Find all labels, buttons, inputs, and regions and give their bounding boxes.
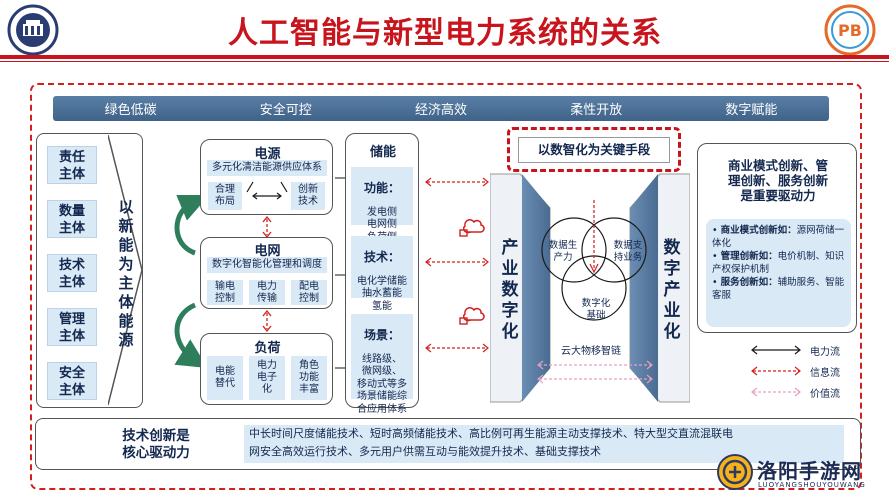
load-title: 负荷 — [254, 341, 281, 356]
business-item-service-body: 辅助服务、智能客服 — [712, 277, 845, 301]
power-flow-arrows-to-storage — [335, 177, 345, 369]
grid-cell-distribution-control: 配电 控制 — [291, 280, 327, 305]
storage-scenario-body: 线路级、 微网级、 移动式等多 场景储能综 合应用体系 — [357, 353, 407, 415]
business-item-management-head: 管理创新如： — [720, 251, 778, 262]
legend-power-flow-arrow — [751, 345, 801, 355]
value-flexible-open: 柔性开放 — [570, 103, 623, 118]
subject-management: 管理 主体 — [47, 308, 97, 346]
grid-cell-transmission-control: 输电 控制 — [207, 280, 243, 305]
storage-tech-body: 电化学储能 抽水蓄能 氢能 — [357, 275, 407, 312]
watermark-badge-icon — [717, 454, 753, 490]
industry-digitalization-label: 产业数字化 — [501, 238, 519, 342]
subject-responsibility: 责任 主体 — [47, 146, 97, 184]
cloud-network-icon — [459, 219, 485, 237]
digital-venn-diagram — [541, 200, 647, 321]
storage-scenario-panel: 场景： 线路级、 微网级、 移动式等多 场景储能综 合应用体系 — [351, 314, 413, 415]
info-flow-arrow-grid-load — [262, 310, 272, 332]
venn-digital-foundation: 数字化 基础 — [581, 298, 611, 321]
subject-technology: 技术 主体 — [47, 254, 97, 292]
university-seal-logo — [6, 4, 60, 56]
new-energy-driver-label: 以新能为主体能源 — [118, 198, 134, 349]
digital-key-means-box: 以数智化为关键手段 — [507, 127, 681, 172]
value-bar: 绿色低碳 安全可控 经济高效 柔性开放 数字赋能 — [53, 96, 829, 121]
legend-power-flow-label: 电力流 — [810, 347, 840, 358]
power-source-bar: 多元化清洁能源供应体系 — [207, 160, 327, 176]
load-cell-power-electronics: 电力 电子 化 — [249, 356, 285, 400]
value-economic-efficient: 经济高效 — [415, 103, 468, 118]
legend-info-flow-label: 信息流 — [810, 368, 840, 379]
digital-key-means-label: 以数智化为关键手段 — [518, 137, 670, 163]
power-source-cell-innovation: 创新 技术 — [291, 182, 325, 210]
load-cell-electric-substitution: 电能 替代 — [207, 356, 243, 400]
cloud-tech-caption: 云大物移智链 — [561, 346, 621, 357]
business-item-management-body: 电价机制、知识产权保护机制 — [712, 251, 845, 275]
value-green-low-carbon: 绿色低碳 — [104, 103, 157, 118]
title-rule-thin — [0, 61, 889, 62]
watermark-subtitle: LUOYANGSHOUYOUWANG — [758, 481, 866, 489]
business-item-model: • 商业模式创新如：源网荷储一体化 — [712, 225, 845, 249]
load-cell-role-functions: 角色 功能 丰富 — [291, 356, 327, 400]
tech-innovation-text-line2: 网安全高效运行技术、多元用户供需互动与能效提升技术、基础支撑技术 — [249, 445, 601, 458]
cloud-network-icon — [459, 307, 485, 325]
storage-title: 储能 — [369, 145, 396, 160]
power-source-title: 电源 — [254, 147, 281, 162]
diagram-frame — [30, 83, 862, 490]
venn-data-productivity: 数据生 产力 — [548, 240, 578, 263]
business-innovation-panel: 商业模式创新、管 理创新、服务创新 是重要驱动力 • 商业模式创新如：源网荷储一… — [697, 143, 857, 333]
business-innovation-heading: 商业模式创新、管 理创新、服务创新 是重要驱动力 — [727, 158, 828, 203]
storage-tech-panel: 技术： 电化学储能 抽水蓄能 氢能 — [351, 236, 413, 312]
page-title: 人工智能与新型电力系统的关系 — [228, 16, 662, 51]
title-rule — [0, 55, 889, 59]
tech-innovation-text: 中长时间尺度储能技术、短时高频储能技术、高比例可再生能源主动支撑技术、特大型交直… — [244, 425, 844, 463]
business-item-management: • 管理创新如：电价机制、知识产权保护机制 — [712, 251, 845, 275]
subject-safety: 安全 主体 — [47, 362, 97, 400]
value-flow-arrows — [537, 360, 653, 384]
subject-quantity: 数量 主体 — [47, 200, 97, 238]
business-item-service-head: 服务创新如： — [720, 277, 778, 288]
pb-logo: PB — [822, 4, 878, 56]
business-item-model-body: 源网荷储一体化 — [712, 225, 845, 249]
subjects-panel: 责任 主体 数量 主体 技术 主体 管理 主体 安全 主体 — [36, 133, 143, 408]
power-source-block: 电源 多元化清洁能源供应体系 合理 布局 创新 技术 — [200, 139, 333, 215]
storage-tech-head: 技术： — [363, 249, 400, 264]
venn-data-support-business: 数据支 持业务 — [613, 240, 643, 263]
grid-title: 电网 — [254, 244, 281, 259]
tech-innovation-box: 技术创新是 核心驱动力 中长时间尺度储能技术、短时高频储能技术、高比例可再生能源… — [35, 418, 861, 470]
legend-info-flow-arrow — [751, 366, 801, 376]
business-innovation-list: • 商业模式创新如：源网荷储一体化 • 管理创新如：电价机制、知识产权保护机制 … — [706, 219, 851, 327]
digital-industrialization-label: 数字产业化 — [663, 238, 681, 342]
grid-bar: 数字化智能化管理和调度 — [207, 257, 327, 273]
value-safe-controllable: 安全可控 — [259, 103, 312, 118]
load-block: 负荷 电能 替代 电力 电子 化 角色 功能 丰富 — [200, 333, 333, 405]
storage-scenario-head: 场景： — [363, 327, 400, 342]
business-item-model-head: 商业模式创新如： — [720, 225, 797, 236]
subject-chevron-arrow — [108, 134, 143, 406]
info-flow-arrows-storage-digital — [425, 177, 489, 353]
power-source-arrows — [246, 181, 288, 200]
tech-innovation-heading: 技术创新是 核心驱动力 — [122, 428, 190, 461]
legend-value-flow-arrow — [751, 387, 801, 397]
power-source-cell-layout: 合理 布局 — [208, 182, 242, 210]
pb-logo-text: PB — [838, 21, 862, 40]
tech-innovation-text-line1: 中长时间尺度储能技术、短时高频储能技术、高比例可再生能源主动支撑技术、特大型交直… — [249, 427, 733, 440]
legend-value-flow-label: 价值流 — [810, 389, 840, 400]
grid-cell-power-transmission: 电力 传输 — [249, 280, 285, 305]
value-digital-empower: 数字赋能 — [725, 103, 778, 118]
storage-function-head: 功能： — [363, 180, 400, 195]
green-cycle-arrows — [174, 195, 200, 368]
storage-block: 储能 功能： 发电侧 电网侧 负荷侧 技术： 电化学储能 抽水蓄能 氢能 场景：… — [345, 133, 419, 415]
business-item-service: • 服务创新如：辅助服务、智能客服 — [712, 277, 845, 301]
storage-function-panel: 功能： 发电侧 电网侧 负荷侧 — [351, 167, 413, 243]
info-flow-arrow-source-grid — [262, 216, 272, 238]
watermark-title: 洛阳手游网 — [757, 459, 862, 483]
grid-block: 电网 数字化智能化管理和调度 输电 控制 电力 传输 配电 控制 — [200, 237, 333, 309]
digital-funnel-shape — [490, 173, 690, 403]
